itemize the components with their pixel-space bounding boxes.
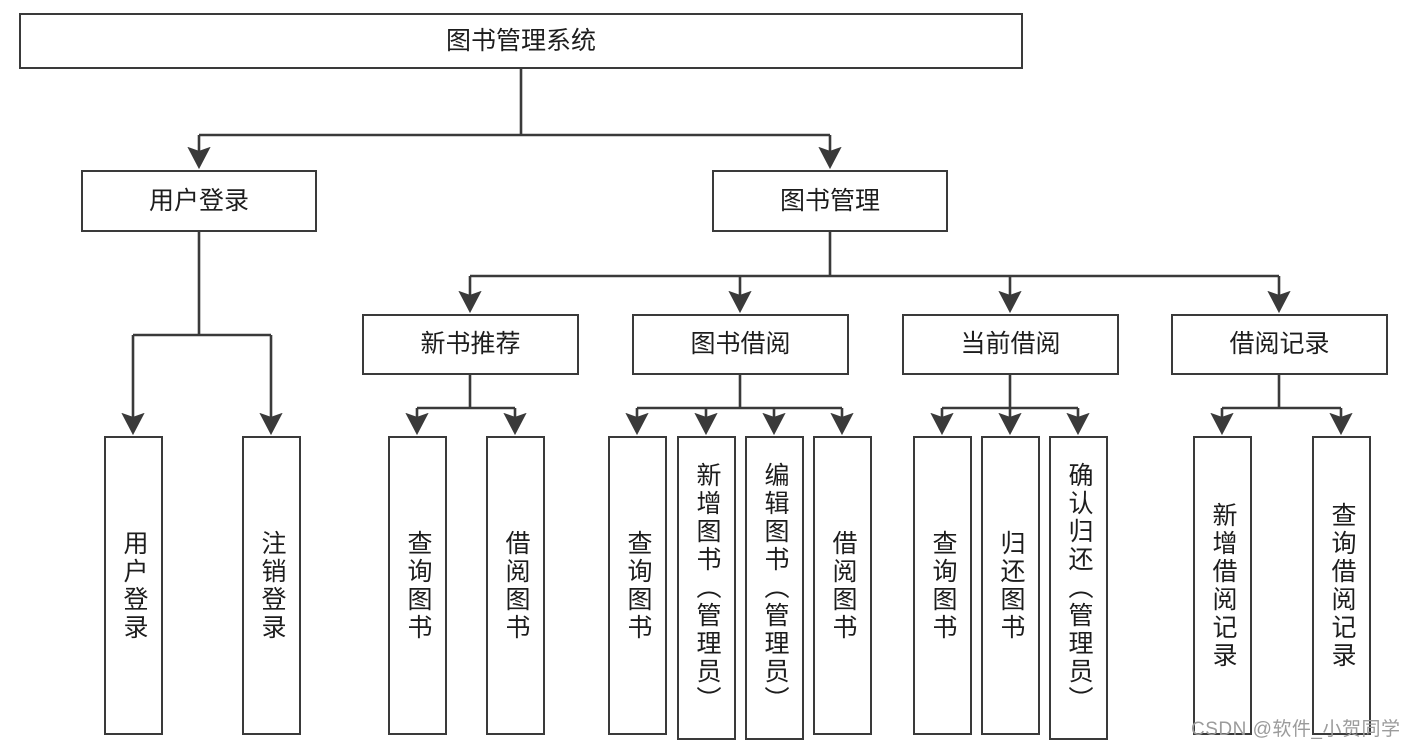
node-label: 用户登录 xyxy=(148,186,249,215)
node-book-borrow[interactable]: 图书借阅 xyxy=(632,314,849,375)
node-user-login[interactable]: 用户登录 xyxy=(81,170,317,232)
node-book-management[interactable]: 图书管理 xyxy=(712,170,948,232)
node-label: 图书管理系统 xyxy=(445,26,596,55)
leaf-recommend-borrow-book[interactable]: 借阅图书 xyxy=(486,436,545,735)
node-current-borrow[interactable]: 当前借阅 xyxy=(902,314,1119,375)
node-label: 借阅图书 xyxy=(829,529,857,642)
leaf-recommend-query-book[interactable]: 查询图书 xyxy=(388,436,447,735)
node-label: 查询图书 xyxy=(624,529,652,642)
node-label: 新增借阅记录 xyxy=(1209,501,1237,670)
leaf-borrow-borrow-book[interactable]: 借阅图书 xyxy=(813,436,872,735)
node-root-system[interactable]: 图书管理系统 xyxy=(19,13,1023,69)
csdn-watermark: CSDN @软件_小贺同学 xyxy=(1191,719,1401,740)
node-label: 查询图书 xyxy=(404,529,432,642)
leaf-current-confirm-return-admin[interactable]: 确认归还（管理员） xyxy=(1049,436,1108,740)
node-label: 借阅图书 xyxy=(502,529,530,642)
leaf-borrow-query-book[interactable]: 查询图书 xyxy=(608,436,667,735)
node-label: 图书管理 xyxy=(779,186,880,215)
leaf-current-query-book[interactable]: 查询图书 xyxy=(913,436,972,735)
node-label: 编辑图书（管理员） xyxy=(761,462,789,714)
leaf-user-login-signout[interactable]: 注销登录 xyxy=(242,436,301,735)
node-label: 注销登录 xyxy=(258,529,286,642)
node-label: 查询借阅记录 xyxy=(1328,501,1356,670)
node-label: 图书借阅 xyxy=(690,330,791,359)
node-label: 新书推荐 xyxy=(420,330,521,359)
leaf-borrow-add-book-admin[interactable]: 新增图书（管理员） xyxy=(677,436,736,740)
node-label: 当前借阅 xyxy=(960,330,1061,359)
node-label: 确认归还（管理员） xyxy=(1065,462,1093,714)
leaf-records-add-record[interactable]: 新增借阅记录 xyxy=(1193,436,1252,735)
node-borrow-records[interactable]: 借阅记录 xyxy=(1171,314,1388,375)
node-label: 用户登录 xyxy=(120,529,148,642)
node-label: 借阅记录 xyxy=(1229,330,1330,359)
node-label: 归还图书 xyxy=(997,529,1025,642)
leaf-current-return-book[interactable]: 归还图书 xyxy=(981,436,1040,735)
leaf-user-login-signin[interactable]: 用户登录 xyxy=(104,436,163,735)
leaf-borrow-edit-book-admin[interactable]: 编辑图书（管理员） xyxy=(745,436,804,740)
node-label: 新增图书（管理员） xyxy=(693,462,721,714)
leaf-records-query-record[interactable]: 查询借阅记录 xyxy=(1312,436,1371,735)
node-label: 查询图书 xyxy=(929,529,957,642)
node-new-book-recommend[interactable]: 新书推荐 xyxy=(362,314,579,375)
